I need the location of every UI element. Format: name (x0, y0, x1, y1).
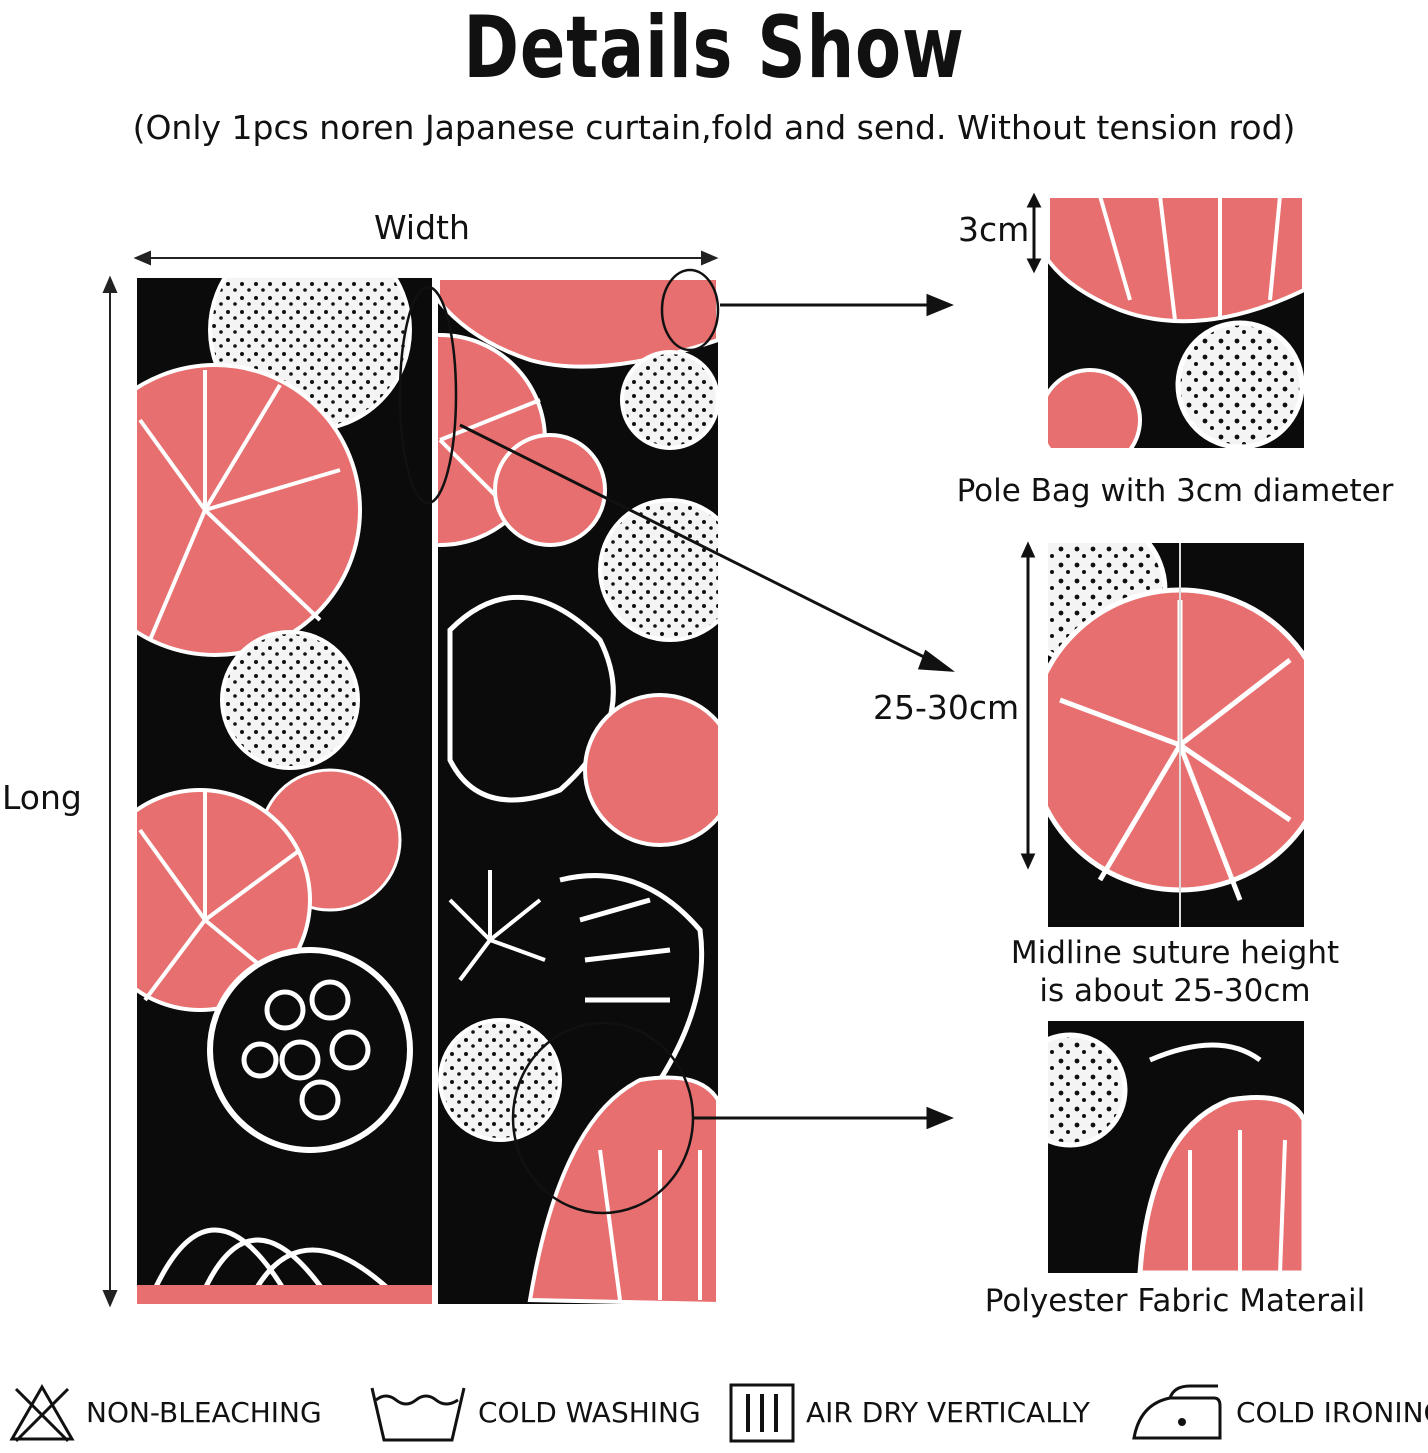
pole-bag-detail-image (1048, 196, 1304, 448)
care-item-air-dry-vertically: AIR DRY VERTICALLY (728, 1382, 1090, 1444)
care-item-cold-ironing: COLD IRONING (1130, 1382, 1428, 1444)
midline-caption-line2: is about 25-30cm (1039, 973, 1311, 1009)
care-label: COLD WASHING (478, 1396, 701, 1429)
long-label: Long (2, 778, 82, 817)
page-subtitle: (Only 1pcs noren Japanese curtain,fold a… (132, 108, 1296, 147)
no-bleach-icon (9, 1383, 75, 1443)
midline-suture-detail-image (1048, 543, 1304, 927)
fabric-detail-image (1048, 1021, 1304, 1273)
care-label: AIR DRY VERTICALLY (806, 1396, 1090, 1429)
cold-iron-icon (1132, 1384, 1222, 1440)
care-label: NON-BLEACHING (86, 1396, 322, 1429)
midline-caption-line1: Midline suture height (1010, 935, 1340, 971)
care-item-cold-washing: COLD WASHING (368, 1382, 701, 1444)
width-label: Width (374, 208, 470, 247)
cold-wash-icon (370, 1387, 466, 1442)
curtain-left-panel (137, 278, 432, 1304)
pole-bag-measure-label: 3cm (958, 210, 1030, 249)
care-label: COLD IRONING (1236, 1396, 1428, 1429)
air-dry-vertically-icon (729, 1383, 795, 1443)
fabric-caption: Polyester Fabric Materail (984, 1283, 1366, 1319)
pole-bag-caption: Pole Bag with 3cm diameter (956, 473, 1394, 509)
page-title: Details Show (463, 0, 965, 98)
care-item-non-bleaching: NON-BLEACHING (8, 1382, 322, 1444)
midline-measure-label: 25-30cm (873, 688, 1020, 727)
curtain-right-panel (438, 278, 718, 1304)
